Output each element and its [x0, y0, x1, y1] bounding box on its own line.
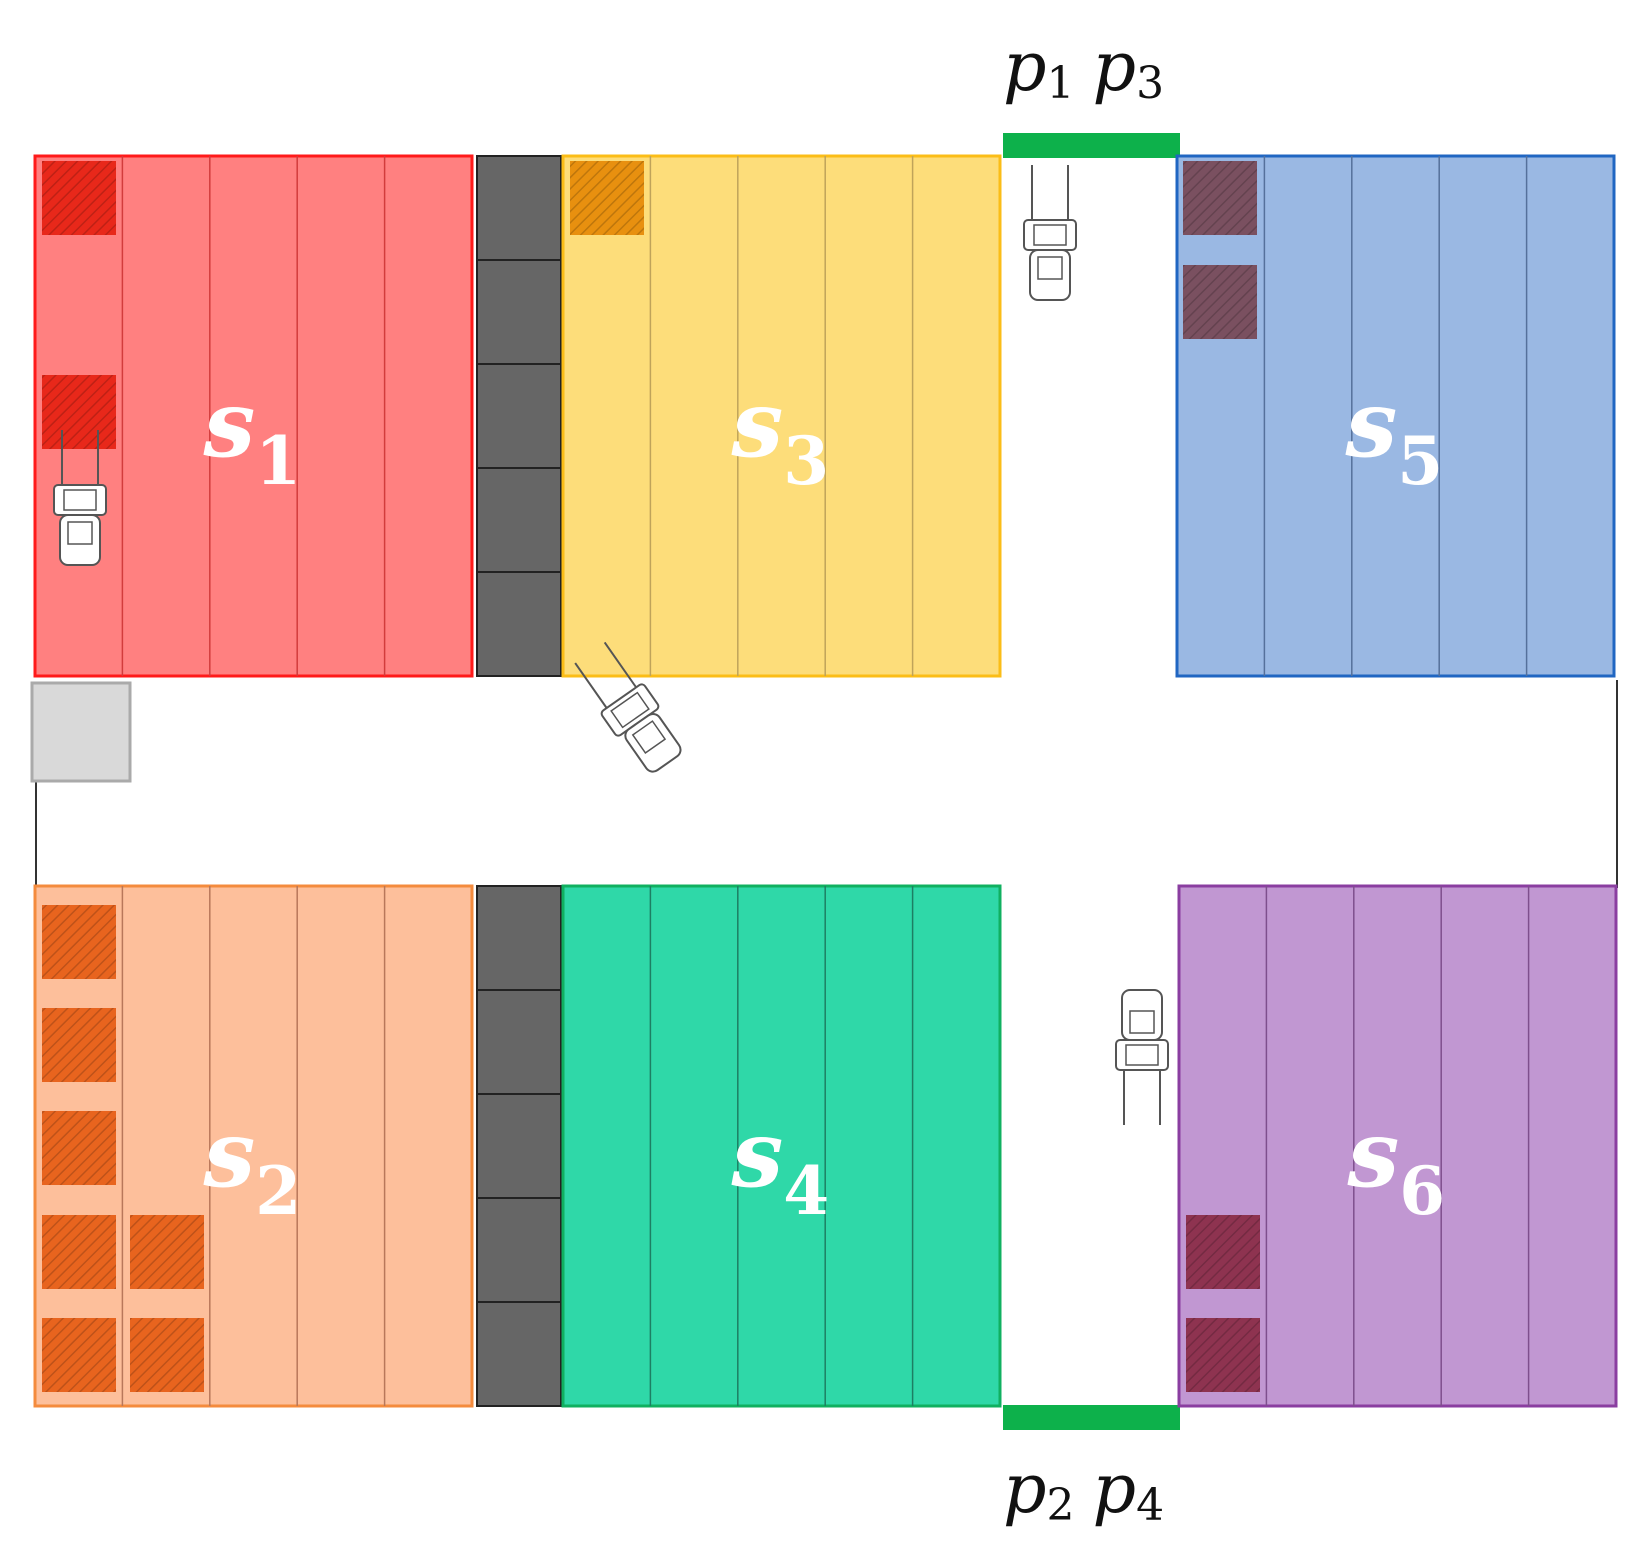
zone-label-s2: s2	[203, 1100, 302, 1230]
buffer-column-top	[476, 155, 562, 677]
stored-load-hatch	[1186, 1215, 1260, 1289]
stored-load-hatch	[570, 161, 644, 235]
staging-area	[30, 681, 132, 783]
buffer-slot	[476, 1197, 562, 1303]
zone-s6: s6	[1177, 884, 1618, 1408]
buffer-slot	[476, 571, 562, 677]
zone-label-base: s	[1345, 370, 1398, 478]
stored-load-hatch	[42, 1318, 116, 1392]
zone-label-sub: 6	[1399, 1152, 1445, 1230]
buffer-slot	[476, 1301, 562, 1407]
zone-area	[1175, 154, 1616, 678]
zone-label-s1: s1	[203, 370, 302, 500]
zone-label-sub: 5	[1397, 422, 1443, 500]
buffer-slot	[476, 467, 562, 573]
buffer-slot	[476, 155, 562, 261]
stored-load-hatch	[1183, 265, 1257, 339]
buffer-column-bottom	[476, 885, 562, 1407]
zone-s5: s5	[1175, 154, 1616, 678]
buffer-slot	[476, 989, 562, 1095]
stored-load-hatch	[130, 1318, 204, 1392]
zone-area	[561, 884, 1002, 1408]
zone-label-sub: 1	[255, 422, 301, 500]
zone-label-base: s	[731, 370, 784, 478]
zone-label-base: s	[203, 370, 256, 478]
zone-label-base: s	[1347, 1100, 1400, 1208]
buffer-slot	[476, 259, 562, 365]
stored-load-hatch	[42, 375, 116, 449]
zone-s2: s2	[33, 884, 474, 1408]
zone-s4: s4	[561, 884, 1002, 1408]
stored-load-hatch	[42, 1008, 116, 1082]
zone-s3: s3	[561, 154, 1002, 678]
gate-top	[1003, 133, 1180, 158]
zone-area	[561, 154, 1002, 678]
stored-load-hatch	[42, 1111, 116, 1185]
forklift-icon	[1115, 989, 1169, 1125]
gate-bottom	[1003, 1405, 1180, 1430]
zone-s1: s1	[33, 154, 474, 678]
buffer-slot	[476, 1093, 562, 1199]
stored-load-hatch	[42, 905, 116, 979]
zone-label-s4: s4	[731, 1100, 830, 1230]
walls	[35, 680, 1618, 888]
zone-label-sub: 2	[255, 1152, 301, 1230]
zone-label-sub: 3	[783, 422, 829, 500]
buffer-slot	[476, 363, 562, 469]
forklift-icon	[1023, 165, 1077, 301]
zone-label-s6: s6	[1347, 1100, 1446, 1230]
stored-load-hatch	[1183, 161, 1257, 235]
stored-load-hatch	[42, 161, 116, 235]
zone-label-base: s	[731, 1100, 784, 1208]
buffer-slot	[476, 885, 562, 991]
zone-label-s3: s3	[731, 370, 830, 500]
stored-load-hatch	[1186, 1318, 1260, 1392]
stored-load-hatch	[42, 1215, 116, 1289]
zone-label-base: s	[203, 1100, 256, 1208]
stored-load-hatch	[130, 1215, 204, 1289]
zone-label-s5: s5	[1345, 370, 1444, 500]
zone-label-sub: 4	[783, 1152, 829, 1230]
